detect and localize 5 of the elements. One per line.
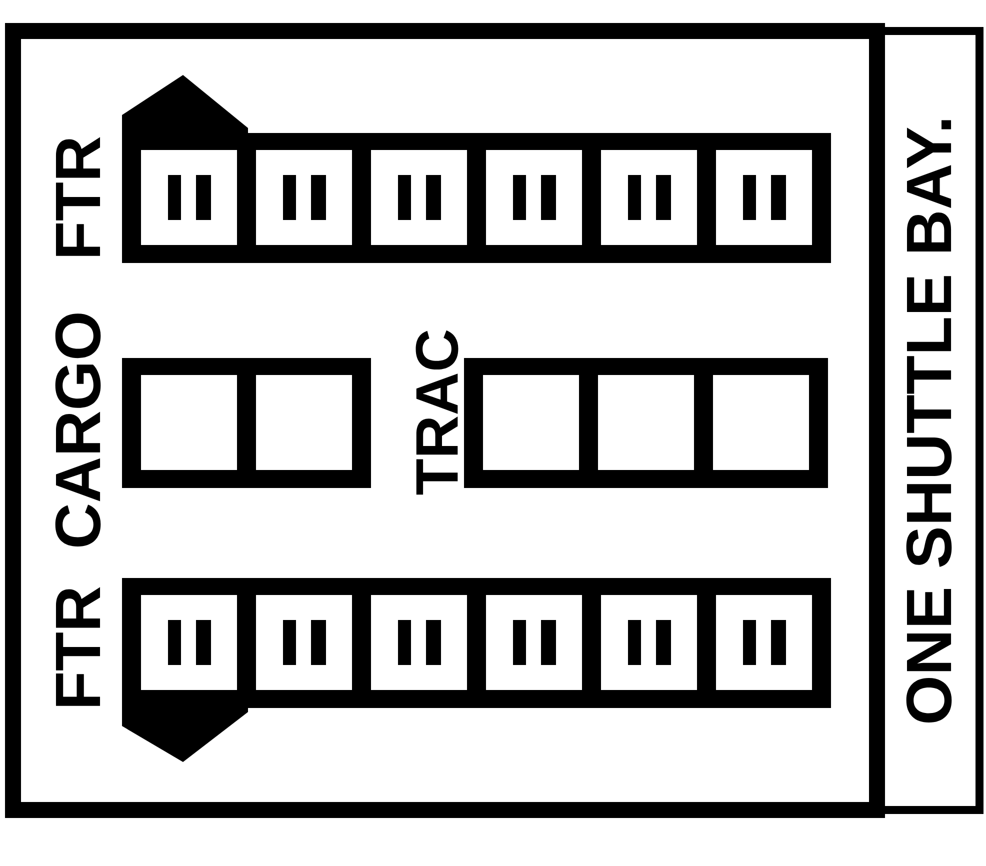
row-label: FTR xyxy=(56,587,100,706)
row-label: TRAC xyxy=(416,330,458,495)
panel: ONE SHUTTLE BAY. xyxy=(874,27,984,814)
row-label: FTR xyxy=(56,137,100,256)
row-label: CARGO xyxy=(55,314,101,546)
